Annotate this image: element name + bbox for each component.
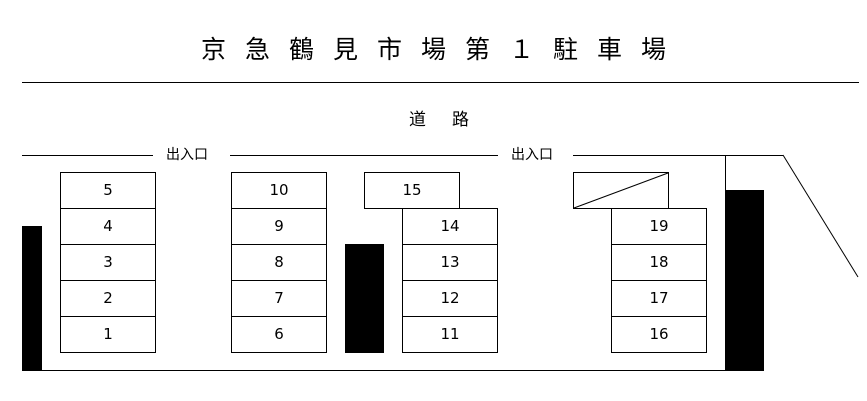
parking-space[interactable]: 2 — [60, 281, 156, 317]
parking-space[interactable]: 6 — [231, 317, 327, 353]
parking-space[interactable]: 8 — [231, 245, 327, 281]
entrance-label-right: 出入口 — [511, 147, 553, 163]
title-underline — [22, 82, 859, 83]
parking-space[interactable]: 12 — [402, 281, 498, 317]
parking-space[interactable]: 19 — [611, 208, 707, 245]
parking-space[interactable]: 18 — [611, 245, 707, 281]
parking-space[interactable]: 11 — [402, 317, 498, 353]
parking-space[interactable]: 14 — [402, 208, 498, 245]
blocked-space-diagonal — [573, 172, 669, 209]
parking-space[interactable]: 5 — [60, 172, 156, 209]
parking-space[interactable]: 3 — [60, 245, 156, 281]
parking-space[interactable]: 15 — [364, 172, 460, 209]
page-title: 京急鶴見市場第１駐車場 — [200, 35, 685, 64]
parking-space[interactable]: 13 — [402, 245, 498, 281]
building-right — [725, 190, 764, 371]
boundary-top-segment-2 — [230, 155, 498, 156]
boundary-bottom — [42, 370, 726, 371]
parking-space[interactable]: 16 — [611, 317, 707, 353]
parking-space[interactable]: 9 — [231, 209, 327, 245]
road-label: 道路 — [409, 110, 495, 130]
parking-space[interactable]: 1 — [60, 317, 156, 353]
blocked-space — [573, 172, 669, 209]
parking-space[interactable]: 17 — [611, 281, 707, 317]
entrance-label-left: 出入口 — [166, 147, 208, 163]
parking-space[interactable]: 7 — [231, 281, 327, 317]
wall-left — [22, 226, 42, 371]
building-middle — [345, 244, 384, 353]
boundary-top-segment-3 — [573, 155, 783, 156]
boundary-top-segment-1 — [22, 155, 153, 156]
road-diagonal-edge — [782, 154, 859, 278]
parking-space[interactable]: 4 — [60, 209, 156, 245]
parking-space[interactable]: 10 — [231, 172, 327, 209]
